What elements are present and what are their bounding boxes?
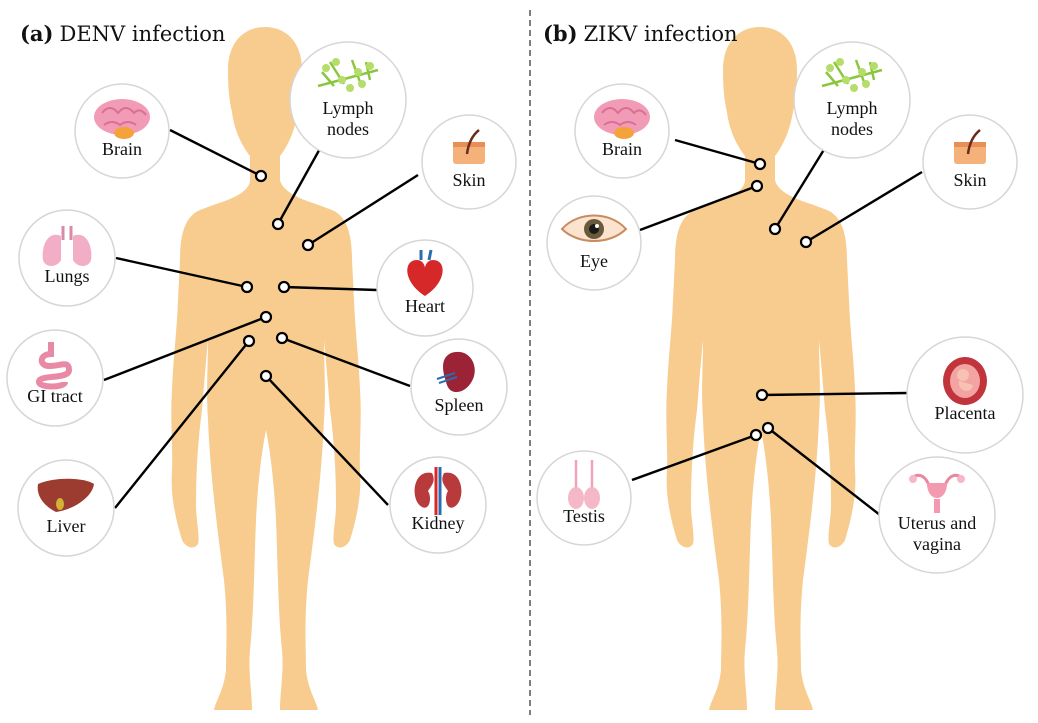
- organ-bubble-liver: Liver: [17, 459, 115, 557]
- panel-a-title: (a)DENV infection: [20, 21, 225, 46]
- organ-bubble-eye: Eye: [546, 195, 642, 291]
- anchor-dot-gi: [259, 310, 273, 324]
- organ-label: Heart: [405, 296, 445, 316]
- anchor-dot-spleen: [275, 331, 289, 345]
- leader-line-eye: [639, 184, 758, 232]
- leader-line-testis: [631, 433, 757, 482]
- skin-icon: [453, 129, 485, 164]
- panel-b-title: (b)ZIKV infection: [543, 21, 738, 46]
- anchor-dot-testis: [749, 428, 763, 442]
- anchor-dot-liver: [242, 334, 256, 348]
- leader-line-placenta: [761, 391, 908, 397]
- organ-label: Lungs: [45, 266, 90, 286]
- leader-line-brain: [674, 138, 761, 166]
- leader-line-skin: [307, 173, 419, 247]
- placenta-icon: [943, 357, 987, 405]
- organ-bubble-skin: Skin: [421, 114, 517, 210]
- anchor-dot-brain: [254, 169, 268, 183]
- anchor-dot-uterus: [761, 421, 775, 435]
- organ-bubble-heart: Heart: [376, 239, 474, 337]
- leader-line-lymph: [773, 147, 827, 230]
- organ-bubble-skin: Skin: [922, 114, 1018, 210]
- organ-label: GI tract: [27, 386, 82, 406]
- anchor-dot-lymph: [271, 217, 285, 231]
- anchor-dot-kidney: [259, 369, 273, 383]
- anchor-dot-brain: [753, 157, 767, 171]
- leader-line-gi: [103, 315, 267, 382]
- anchor-dot-heart: [277, 280, 291, 294]
- bubble-circle: [878, 456, 996, 574]
- organ-bubble-kidney: Kidney: [389, 456, 487, 554]
- organ-label: vagina: [913, 534, 961, 554]
- liver-icon: [37, 478, 95, 512]
- organ-bubble-spleen: Spleen: [410, 338, 508, 436]
- lymph-nodes-icon: [317, 58, 379, 92]
- organ-bubble-gi: GI tract: [6, 329, 104, 427]
- leader-line-lungs: [115, 256, 248, 289]
- heart-icon: [407, 249, 443, 296]
- brain-icon: [594, 99, 650, 139]
- organ-label: Skin: [452, 170, 485, 190]
- leader-line-uterus: [767, 427, 881, 516]
- uterus-icon: [909, 473, 965, 513]
- leader-line-lymph: [276, 144, 324, 225]
- organ-bubble-lungs: Lungs: [18, 209, 116, 307]
- anchor-dot-placenta: [755, 388, 769, 402]
- organ-label: Testis: [563, 506, 605, 526]
- leader-line-brain: [169, 128, 262, 178]
- skin-icon: [954, 129, 986, 164]
- eye-icon: [560, 214, 628, 242]
- bubble-circle: [546, 195, 642, 291]
- testis-icon: [568, 460, 600, 509]
- organ-label: Skin: [953, 170, 986, 190]
- organ-label: Brain: [102, 139, 142, 159]
- leader-line-kidney: [265, 375, 389, 506]
- spleen-icon: [436, 351, 475, 393]
- bubble-circle: [18, 209, 116, 307]
- organ-label: Brain: [602, 139, 642, 159]
- organ-label: Lymph: [322, 98, 373, 118]
- organ-label: nodes: [327, 119, 369, 139]
- organ-label: Liver: [47, 516, 86, 536]
- organ-bubble-placenta: Placenta: [906, 336, 1024, 454]
- lungs-icon: [42, 226, 92, 266]
- organ-label: nodes: [831, 119, 873, 139]
- gi-tract-icon: [35, 342, 73, 390]
- organ-label: Spleen: [435, 395, 484, 415]
- lymph-nodes-icon: [821, 58, 883, 92]
- leader-line-skin: [805, 170, 923, 244]
- organ-label: Kidney: [412, 513, 465, 533]
- organ-label: Eye: [580, 251, 608, 271]
- brain-icon: [94, 99, 150, 139]
- leader-line-spleen: [281, 336, 411, 388]
- organ-label: Placenta: [935, 403, 996, 423]
- anchor-dot-skin: [301, 238, 315, 252]
- kidney-icon: [414, 467, 462, 515]
- anchor-dot-lungs: [240, 280, 254, 294]
- leader-line-heart: [283, 285, 378, 292]
- leader-line-liver: [114, 340, 250, 509]
- anchor-dot-eye: [750, 179, 764, 193]
- organ-bubble-brain: Brain: [574, 83, 670, 179]
- anchor-dot-lymph: [768, 222, 782, 236]
- organ-label: Lymph: [826, 98, 877, 118]
- bubble-circle: [389, 456, 487, 554]
- organ-label: Uterus and: [898, 513, 976, 533]
- anchor-dot-skin: [799, 235, 813, 249]
- organ-bubble-testis: Testis: [536, 450, 632, 546]
- organ-bubble-brain: Brain: [74, 83, 170, 179]
